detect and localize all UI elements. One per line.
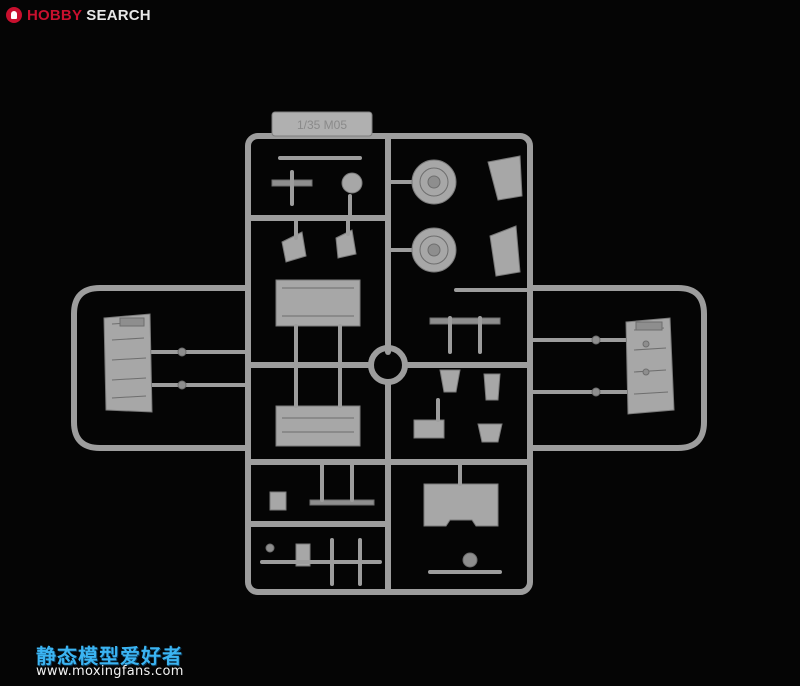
brand-hobby: HOBBY (27, 6, 82, 24)
moxingfans-watermark-title: 静态模型爱好者 (36, 644, 183, 668)
right-wing (527, 285, 707, 451)
small-parts-lower-left (260, 460, 382, 586)
small-parts-upper-left (271, 156, 363, 263)
moxingfans-watermark-url: www.moxingfans.com (36, 664, 184, 679)
small-parts-right-middle (413, 155, 523, 443)
hobbysearch-watermark: HOBBY SEARCH (6, 5, 151, 25)
brand-text: HOBBY SEARCH (27, 7, 151, 24)
panel-lower-right (423, 460, 502, 574)
wheels (386, 159, 532, 292)
hobbysearch-logo-icon (6, 7, 22, 23)
sprue-tag: 1/35 M05 (271, 111, 373, 137)
left-wing (71, 285, 251, 451)
brand-search: SEARCH (86, 6, 151, 24)
sprue-frame (245, 133, 533, 595)
sprue-tag-text: 1/35 M05 (297, 118, 347, 132)
panels-left (275, 279, 361, 447)
